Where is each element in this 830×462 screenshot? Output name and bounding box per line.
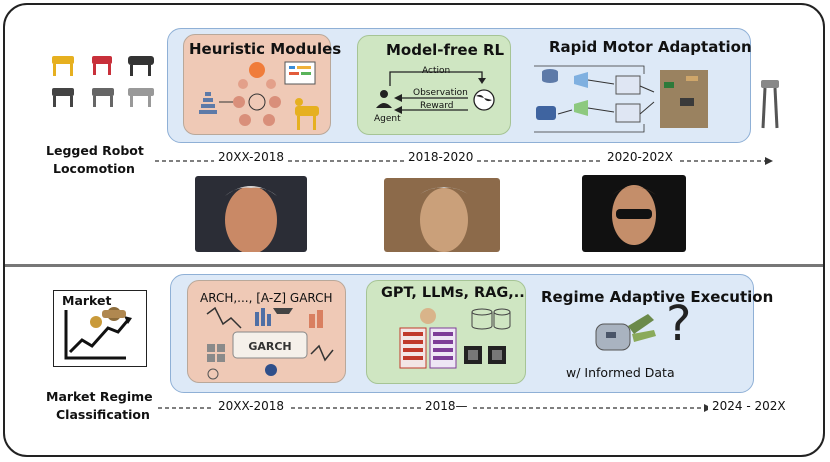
garch-box-title: ARCH,..., [A-Z] GARCH [200,291,333,305]
rl-agent-label: Agent [374,114,401,124]
garch-collage-icon: GARCH [206,306,334,380]
model-free-rl-box [357,35,511,135]
market-regime-label-line2: Classification [56,407,150,422]
top-timeline-period-2: 2018-2020 [404,150,478,164]
llm-box-title: GPT, LLMs, RAG,.. [381,285,525,301]
heuristic-modules-title: Heuristic Modules [189,40,342,58]
portrait-photo-2 [384,178,500,252]
robot-dogs-image [52,56,154,107]
section-divider [5,264,823,267]
rapid-motor-adaptation-title: Rapid Motor Adaptation [549,38,752,56]
legged-robot-label-line1: Legged Robot [46,143,144,158]
heuristic-modules-icon [199,61,319,130]
rl-action-label: Action [422,66,451,76]
robot-biped-icon [761,80,779,129]
market-chart-icon [64,307,132,360]
question-mark: ? [666,296,692,352]
top-timeline-period-3: 2020-202X [603,150,677,164]
regime-adaptive-title: Regime Adaptive Execution [541,288,774,306]
market-regime-label-line1: Market Regime [46,389,153,404]
robot-hand-money-icon [595,314,656,351]
market-label: Market [62,293,112,308]
informed-data-label: w/ Informed Data [566,365,675,380]
bottom-timeline-period-1: 20XX-2018 [214,399,288,413]
rl-reward-label: Reward [420,101,454,111]
model-free-rl-title: Model-free RL [386,41,505,59]
garch-inner-text: GARCH [248,340,291,353]
market-icon-box [53,290,147,367]
legged-robot-label-line2: Locomotion [53,161,135,176]
bottom-timeline-period-2: 2018— [421,399,472,413]
llm-architecture-icon [399,308,511,369]
rma-architecture-diagram [534,65,708,133]
bottom-timeline-period-3: 2024 - 202X [708,399,790,413]
rl-loop-diagram [376,71,495,114]
top-timeline-period-1: 20XX-2018 [214,150,288,164]
portrait-photo-3 [582,175,686,252]
rl-observation-label: Observation [413,88,468,98]
portrait-photo-1 [195,176,307,252]
